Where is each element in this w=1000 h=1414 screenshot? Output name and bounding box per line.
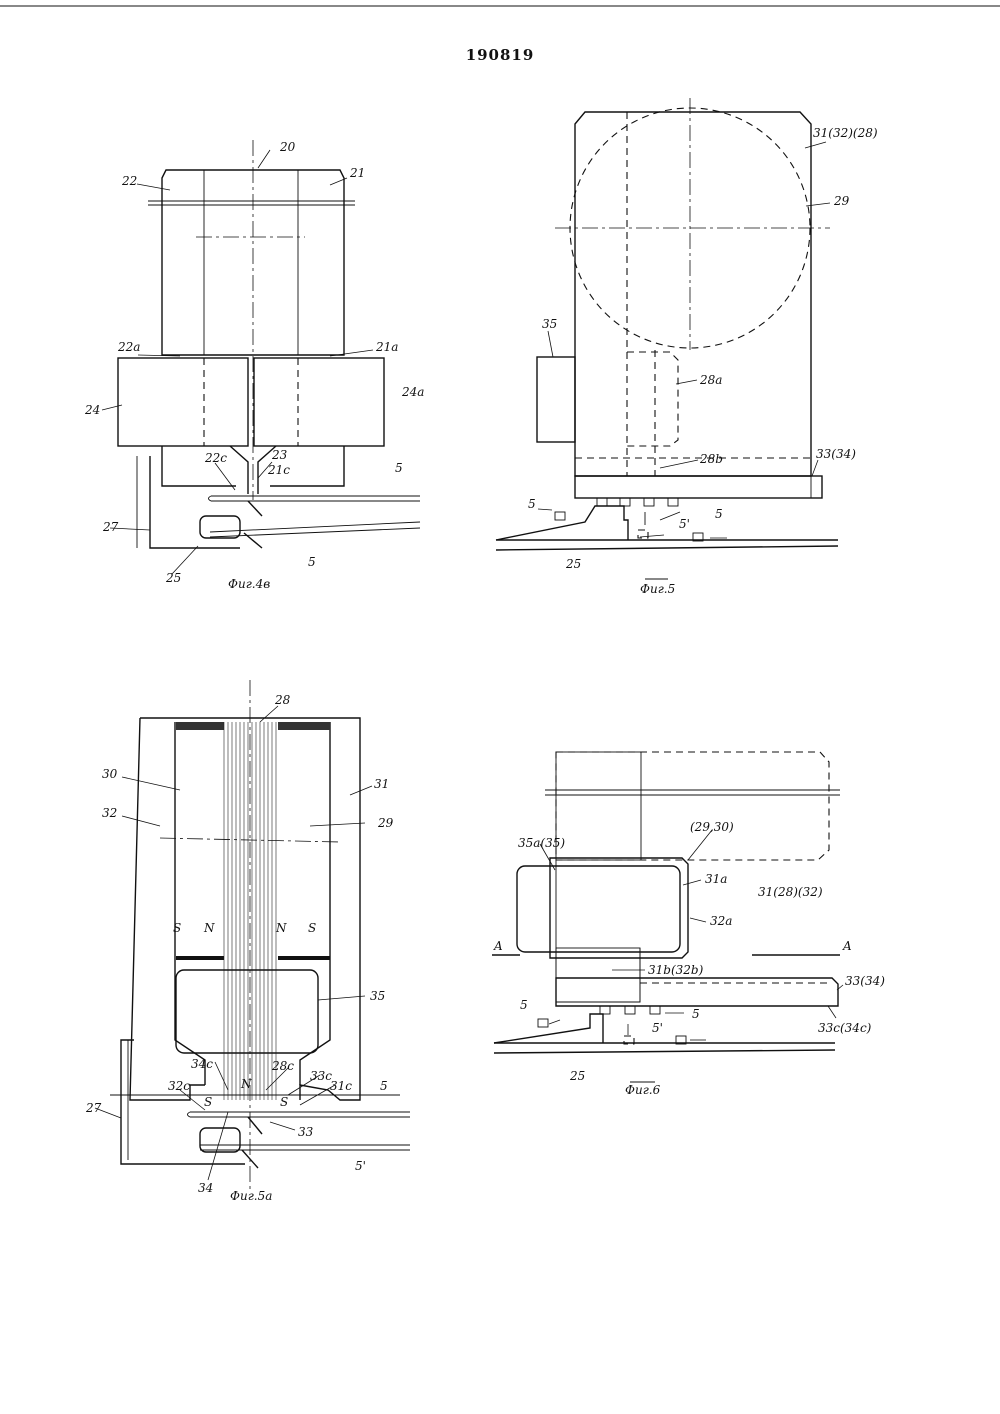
slide-25 xyxy=(496,506,628,540)
label-5-left: 5 xyxy=(520,998,528,1012)
figure-6: (29,30) 35a(35) 31a 31(28)(32) 32a A A 3… xyxy=(492,752,885,1097)
label-31a: 31a xyxy=(705,872,727,886)
pole-N-right: N xyxy=(275,921,287,935)
core-31b xyxy=(556,948,640,1002)
pole-S-bottom-right: S xyxy=(280,1095,288,1109)
coil-35 xyxy=(537,357,575,442)
label-22a: 22a xyxy=(117,340,140,354)
label-33c: 33c xyxy=(310,1069,332,1083)
label-23: 23 xyxy=(271,448,288,462)
figure-4v-caption: Фиг.4в xyxy=(228,577,270,591)
label-5-upper: 5 xyxy=(395,461,403,475)
label-28a: 28a xyxy=(699,373,722,387)
label-27: 27 xyxy=(85,1101,102,1115)
label-29-30: (29,30) xyxy=(690,820,734,834)
plate-33 xyxy=(575,476,822,498)
magnet-top-right xyxy=(278,722,330,730)
block-25 xyxy=(200,516,240,538)
label-5-prime: 5' xyxy=(652,1021,663,1035)
label-28: 28 xyxy=(274,693,291,707)
core-outline xyxy=(556,752,829,860)
label-31c: 31c xyxy=(330,1079,352,1093)
label-20: 20 xyxy=(279,140,296,154)
label-29: 29 xyxy=(833,194,850,208)
coil-24a xyxy=(254,358,384,446)
label-34: 34 xyxy=(198,1181,213,1195)
label-34c: 34c xyxy=(191,1057,213,1071)
label-5-prime: 5' xyxy=(679,517,690,531)
label-31-32-28: 31(32)(28) xyxy=(813,126,878,140)
label-22: 22 xyxy=(121,174,137,188)
label-25: 25 xyxy=(569,1069,585,1083)
label-25: 25 xyxy=(565,557,581,571)
section-A-right: A xyxy=(842,939,852,953)
label-5-left: 5 xyxy=(528,497,536,511)
label-5-right: 5 xyxy=(692,1007,700,1021)
label-22c: 22c xyxy=(204,451,227,465)
pole-N-left: N xyxy=(203,921,215,935)
coil-24 xyxy=(118,358,248,446)
core-28a xyxy=(627,352,678,446)
figure-5-caption: Фиг.5 xyxy=(640,582,675,596)
label-33-34: 33(34) xyxy=(845,974,885,988)
label-35: 35 xyxy=(542,317,557,331)
label-5-prime: 5' xyxy=(355,1159,366,1173)
label-31: 31 xyxy=(374,777,389,791)
core-frame xyxy=(575,112,811,476)
label-21a: 21a xyxy=(375,340,398,354)
label-5: 5 xyxy=(380,1079,388,1093)
coil-35 xyxy=(176,970,318,1053)
figure-5a: 28 30 32 31 29 S N N S 35 34c 28c 33c 32… xyxy=(85,680,410,1203)
label-35a: 35a(35) xyxy=(518,836,565,850)
label-33-34: 33(34) xyxy=(816,447,856,461)
label-25: 25 xyxy=(165,571,181,585)
label-32a: 32a xyxy=(710,914,732,928)
coil-35a xyxy=(517,866,680,952)
label-33: 33 xyxy=(298,1125,314,1139)
label-28c: 28c xyxy=(271,1059,294,1073)
label-24: 24 xyxy=(84,403,100,417)
label-31-28-32: 31(28)(32) xyxy=(758,885,823,899)
label-30: 30 xyxy=(102,767,118,781)
pole-N-bottom: N xyxy=(240,1077,252,1091)
slide-25 xyxy=(494,1014,603,1043)
label-32: 32 xyxy=(102,806,117,820)
label-28b: 28b xyxy=(699,452,723,466)
label-33c-34c: 33c(34c) xyxy=(818,1021,872,1035)
label-35: 35 xyxy=(370,989,385,1003)
element-5-lower xyxy=(210,522,420,532)
section-A-left: A xyxy=(493,939,503,953)
label-32c: 32c xyxy=(168,1079,190,1093)
figure-4v: 20 21 22 21a 22a 24 24a 22c 23 21c 5 27 … xyxy=(84,140,424,591)
label-21: 21 xyxy=(349,166,365,180)
magnet-top-left xyxy=(176,722,224,730)
label-27: 27 xyxy=(102,520,119,534)
label-29: 29 xyxy=(377,816,394,830)
pole-S-right: S xyxy=(308,921,316,935)
figure-5a-caption: Фиг.5a xyxy=(230,1189,272,1203)
figure-6-caption: Фиг.6 xyxy=(625,1083,661,1097)
label-5-lower: 5 xyxy=(308,555,316,569)
pole-S-left: S xyxy=(173,921,181,935)
pole-S-bottom-left: S xyxy=(204,1095,212,1109)
figure-5: 31(32)(28) 29 35 28a 28b 33(34) 5 5 5' 2… xyxy=(496,98,878,596)
label-5-right: 5 xyxy=(715,507,723,521)
label-21c: 21c xyxy=(267,463,290,477)
core-32a xyxy=(550,858,688,958)
frame-27 xyxy=(150,456,240,548)
core-laminations xyxy=(556,752,641,860)
label-24a: 24a xyxy=(401,385,424,399)
label-31b-32b: 31b(32b) xyxy=(648,963,704,977)
